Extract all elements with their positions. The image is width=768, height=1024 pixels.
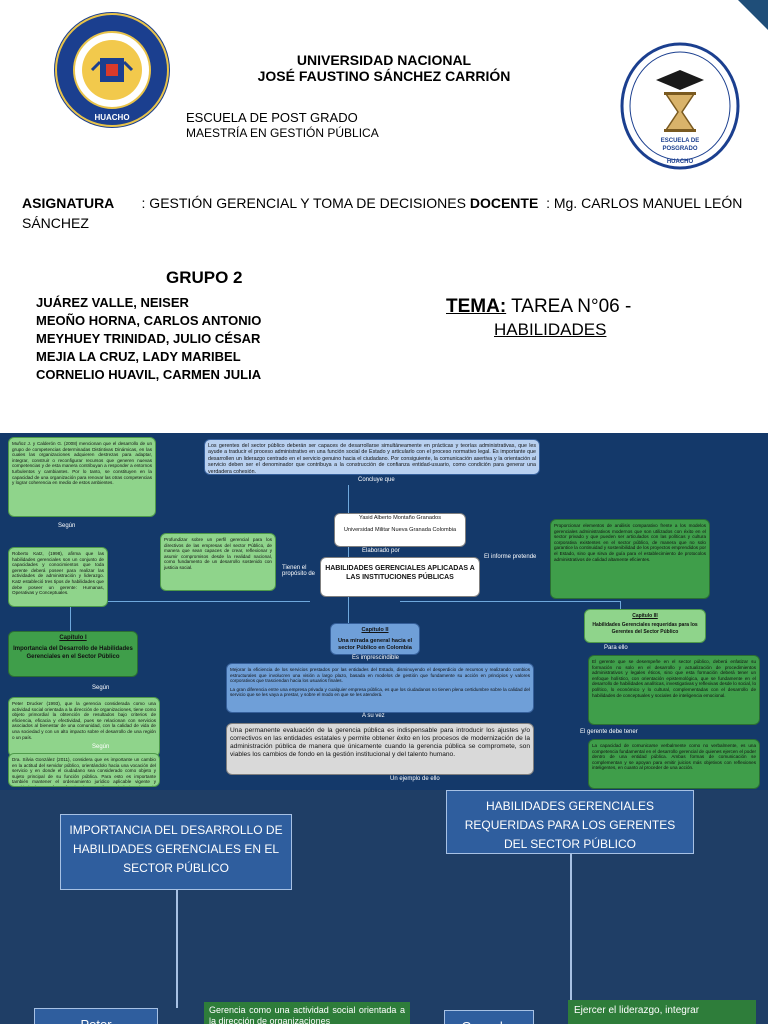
main-topic-box: HABILIDADES GERENCIALES APLICADAS A LAS …: [320, 557, 480, 597]
unjfsc-seal-logo: HUACHO: [54, 12, 170, 128]
teacher-value: : Mg. CARLOS MANUEL LEÓN SÁNCHEZ: [22, 195, 743, 231]
public-manager-box: El gerente que se desempeñe en el sector…: [588, 655, 760, 725]
topic-line: TEMA: TAREA N°06 -: [446, 296, 631, 318]
connector-line: [70, 601, 71, 631]
communication-box: La capacidad de comunicarse verbalmente …: [588, 739, 760, 789]
connector-label: El gerente debe tener: [580, 729, 638, 735]
chapter1-box: Capítulo I Importancia del Desarrollo de…: [8, 631, 138, 677]
svg-text:HUACHO: HUACHO: [94, 113, 129, 122]
author-box: Yasid Alberto Montaño Granados Universid…: [334, 513, 466, 547]
member-name: JUÁREZ VALLE, NEISER: [36, 295, 189, 310]
subject-label: ASIGNATURA: [22, 195, 115, 211]
posgrado-seal-logo: ESCUELA DE POSGRADO HUACHO: [620, 42, 740, 170]
leadership-box: Ejercer el liderazgo, integrar: [568, 1000, 756, 1024]
chapter1-title: Importancia del Desarrollo de Habilidade…: [13, 646, 133, 660]
subject-value: : GESTIÓN GERENCIAL Y TOMA DE DECISIONES: [141, 195, 466, 211]
masters-name: MAESTRÍA EN GESTIÓN PÚBLICA: [186, 126, 379, 140]
teacher-label: DOCENTE: [469, 195, 539, 211]
conclusion-box: Los gerentes del sector público deberán …: [204, 439, 540, 475]
katz-box: Roberto Katz, (1998), afirma que las hab…: [8, 547, 108, 607]
chapter3-title: Habilidades Gerenciales requeridas para …: [592, 622, 698, 635]
gonzalez-box: Dra. Silvia González (2011), considera q…: [8, 753, 160, 787]
peter-box: Peter: [34, 1008, 158, 1024]
member-name: MEJIA LA CRUZ, LADY MARIBEL: [36, 349, 241, 364]
subject-line: ASIGNATURA : GESTIÓN GERENCIAL Y TOMA DE…: [22, 193, 752, 233]
connector-line: [348, 591, 349, 625]
chapter3-label: Capítulo III: [632, 613, 658, 619]
efficiency-text: Mejorar la eficiencia de los servicios p…: [230, 667, 530, 684]
svg-text:POSGRADO: POSGRADO: [662, 146, 697, 152]
connector-label: Para ello: [604, 645, 628, 651]
title-slide: HUACHO ESCUELA DE POSGRADO HUACHO UNIVER…: [0, 0, 768, 433]
author-university: Universidad Militar Nueva Granada Colomb…: [343, 527, 457, 533]
purpose-box: Profundizar sobre un perfil gerencial pa…: [160, 533, 276, 591]
connector-label: El informe pretende: [484, 554, 537, 560]
connector-label: Tienen el propósito de: [282, 565, 316, 577]
topic-label: TEMA:: [446, 296, 507, 317]
school-name: ESCUELA DE POST GRADO: [186, 110, 358, 125]
connector-label: Concluye que: [358, 477, 395, 483]
member-name: MEYHUEY TRINIDAD, JULIO CÉSAR: [36, 331, 261, 346]
importance-title-box: IMPORTANCIA DEL DESARROLLO DE HABILIDADE…: [60, 814, 292, 890]
chapter1-label: Capítulo I: [59, 635, 87, 641]
connector-label: Un ejemplo de ello: [390, 776, 440, 782]
chapter2-title: Una mirada general hacia el sector Públi…: [338, 637, 412, 651]
required-skills-title-box: HABILIDADES GERENCIALES REQUERIDAS PARA …: [446, 790, 694, 854]
university-name-line1: UNIVERSIDAD NACIONAL: [296, 52, 472, 68]
concept-map-slide: Los gerentes del sector público deberán …: [0, 433, 768, 790]
difference-text: La gran diferencia entre una empresa pri…: [230, 686, 530, 698]
connector-line: [176, 890, 178, 1008]
topic-subtitle: HABILIDADES: [494, 320, 607, 339]
connector-line: [620, 601, 621, 611]
svg-text:ESCUELA DE: ESCUELA DE: [661, 138, 699, 144]
svg-text:HUACHO: HUACHO: [667, 159, 694, 165]
members-list: JUÁREZ VALLE, NEISER MEOÑO HORNA, CARLOS…: [36, 294, 261, 384]
connector-line: [570, 854, 572, 1004]
topic-value: TAREA N°06 -: [511, 296, 632, 317]
evaluation-box: Una permanente evaluación de la gerencia…: [226, 723, 534, 775]
connector-line: [400, 601, 620, 602]
group-title: GRUPO 2: [166, 268, 243, 287]
chapter2-label: Capítulo II: [361, 627, 389, 633]
author-name: Yasid Alberto Montaño Granados: [359, 515, 441, 521]
summary-slide: IMPORTANCIA DEL DESARROLLO DE HABILIDADE…: [0, 790, 768, 1024]
gerencia-box: Gerencia como una actividad social orien…: [204, 1002, 410, 1024]
connector-label: Según: [92, 685, 110, 691]
corner-decoration: [738, 0, 768, 30]
chapter2-box: Capítulo II Una mirada general hacia el …: [330, 623, 420, 655]
munoz-calderon-box: Muñoz J. y Calderón G. (2008) mencionan …: [8, 437, 156, 517]
connector-label: Elaborado por: [362, 548, 400, 554]
member-name: CORNELIO HUAVIL, CARMEN JULIA: [36, 367, 262, 382]
gonzales-box: Gonzales: [444, 1010, 534, 1024]
connector-label: Según: [58, 523, 76, 529]
connector-label: Según: [92, 744, 110, 750]
member-name: MEOÑO HORNA, CARLOS ANTONIO: [36, 313, 262, 328]
efficiency-box: Mejorar la eficiencia de los servicios p…: [226, 663, 534, 713]
report-goal-box: Proporcionar elementos de análisis compa…: [550, 519, 710, 599]
university-name-line2: JOSÉ FAUSTINO SÁNCHEZ CARRIÓN: [257, 68, 511, 84]
connector-line: [70, 601, 310, 602]
chapter3-box: Capítulo III Habilidades Gerenciales req…: [584, 609, 706, 643]
connector-label: A su vez: [362, 713, 385, 719]
drucker-box: Peter Drucker (1993), que la gerencia co…: [8, 697, 160, 757]
connector-label: Es imprescindible: [352, 655, 400, 661]
